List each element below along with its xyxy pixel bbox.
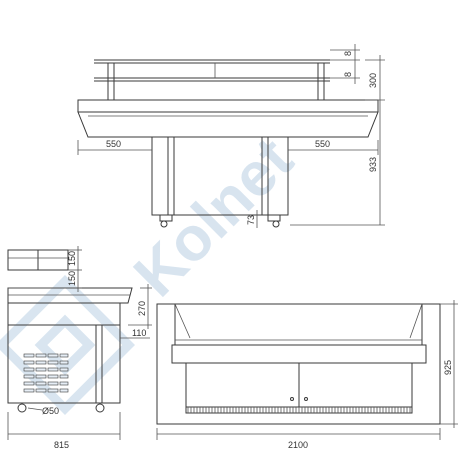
dim-total-height: 933 — [368, 157, 378, 172]
dim-270: 270 — [137, 301, 147, 316]
side-dimensions: 150 150 270 110 Ø50 815 — [7, 246, 152, 450]
front-dimensions: 550 550 8 8 300 933 73 — [77, 44, 385, 228]
dim-depth: 815 — [54, 440, 69, 450]
dim-top-150-b: 150 — [67, 271, 77, 286]
rear-view: 925 2100 — [156, 300, 458, 450]
side-view: 150 150 270 110 Ø50 815 — [7, 246, 152, 450]
rear-dimensions: 925 2100 — [156, 300, 458, 450]
watermark: Kolnet — [0, 125, 306, 416]
dim-110: 110 — [132, 328, 146, 338]
dim-top-small-2: 8 — [343, 72, 353, 77]
dim-foot: 73 — [246, 215, 256, 225]
dim-rear-width: 2100 — [288, 440, 308, 450]
dim-top-150-a: 150 — [67, 251, 77, 266]
dim-left-overhang: 550 — [106, 139, 121, 149]
front-sneeze-guard — [94, 59, 330, 100]
front-view: 550 550 8 8 300 933 73 — [77, 44, 385, 228]
front-counter-top — [77, 99, 379, 138]
dim-rear-height: 925 — [443, 360, 453, 375]
rear-outline — [156, 303, 441, 425]
dim-diameter: Ø50 — [42, 406, 59, 416]
side-cabinet — [7, 302, 121, 404]
front-base-cabinet — [151, 136, 289, 228]
dim-top-height: 300 — [368, 73, 378, 88]
rear-grille — [185, 406, 413, 414]
rear-counter-band — [171, 344, 427, 364]
side-counter-top — [7, 287, 133, 304]
side-vent-grille — [23, 353, 69, 393]
dim-top-small-1: 8 — [343, 51, 353, 56]
side-wheel-right — [95, 403, 105, 413]
dim-right-overhang: 550 — [315, 139, 330, 149]
side-wheel-left — [17, 403, 27, 413]
